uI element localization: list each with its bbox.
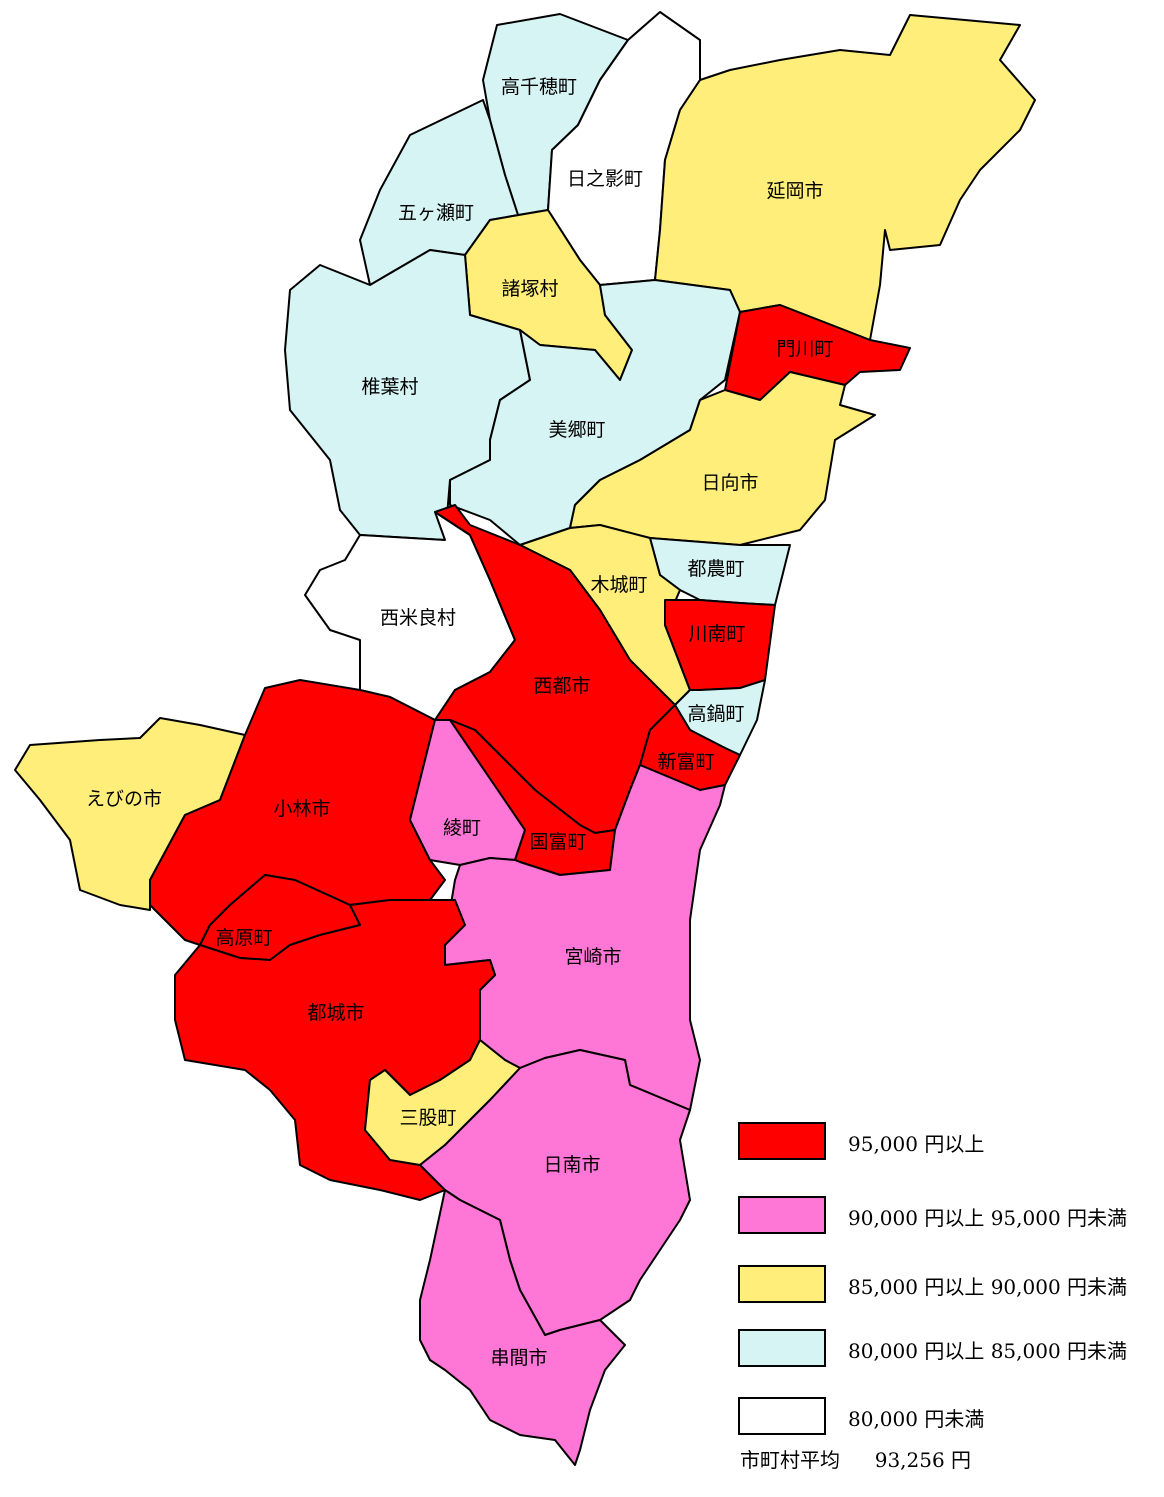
legend-item-band1: 95,000 円以上 <box>738 1122 1158 1166</box>
region-label-takanabe: 高鍋町 <box>687 703 744 725</box>
legend-label: 80,000 円未満 <box>848 1407 985 1431</box>
region-shiiba: 椎葉村 <box>284 249 531 541</box>
region-label-mimata: 三股町 <box>399 1107 456 1129</box>
region-label-nishimera: 西米良村 <box>380 607 456 629</box>
region-tsuno: 都農町 <box>649 537 791 606</box>
region-label-kobayashi: 小林市 <box>273 798 330 820</box>
region-label-hyuga: 日向市 <box>701 472 758 494</box>
legend-label: 85,000 円以上 90,000 円未満 <box>848 1275 1128 1299</box>
region-nobeoka: 延岡市 <box>654 14 1036 341</box>
region-shintomi: 新富町 <box>639 704 741 791</box>
region-label-kushima: 串間市 <box>490 1347 547 1369</box>
legend-item-band5: 80,000 円未満 <box>738 1397 1158 1441</box>
legend-swatch <box>738 1122 826 1160</box>
region-label-misato: 美郷町 <box>548 419 605 441</box>
region-label-nichinan: 日南市 <box>543 1154 600 1176</box>
region-label-nobeoka: 延岡市 <box>766 180 823 202</box>
legend-label: 90,000 円以上 95,000 円未満 <box>848 1206 1128 1230</box>
legend-item-band3: 85,000 円以上 90,000 円未満 <box>738 1265 1158 1309</box>
region-label-miyazaki: 宮崎市 <box>564 946 621 968</box>
region-label-aya: 綾町 <box>443 817 481 839</box>
region-label-kadogawa: 門川町 <box>776 338 833 360</box>
region-label-miyakonojo: 都城市 <box>307 1002 364 1024</box>
legend-label: 95,000 円以上 <box>848 1132 985 1156</box>
region-takachiho: 高千穂町 <box>482 13 629 216</box>
region-label-kunitomi: 国富町 <box>529 831 586 853</box>
legend-swatch <box>738 1329 826 1367</box>
region-label-ebino: えびの市 <box>86 788 162 810</box>
legend-label: 80,000 円以上 85,000 円未満 <box>848 1339 1128 1363</box>
region-label-morotsuka: 諸塚村 <box>501 278 558 300</box>
region-shape-hyuga <box>569 371 876 546</box>
region-label-takachiho: 高千穂町 <box>501 76 577 98</box>
legend-swatch <box>738 1265 826 1303</box>
legend-swatch <box>738 1196 826 1234</box>
region-shape-kushima <box>419 1189 626 1466</box>
region-label-kawaminami: 川南町 <box>688 623 745 645</box>
region-label-shiiba: 椎葉村 <box>361 376 418 398</box>
average-note: 市町村平均 93,256 円 <box>740 1444 971 1473</box>
legend-swatch <box>738 1397 826 1435</box>
region-label-gokase: 五ヶ瀬町 <box>398 202 474 224</box>
region-label-hinokage: 日之影町 <box>567 168 643 190</box>
legend-item-band2: 90,000 円以上 95,000 円未満 <box>738 1196 1158 1240</box>
region-label-takaharu: 高原町 <box>215 927 272 949</box>
region-kawaminami: 川南町 <box>664 599 776 691</box>
region-takanabe: 高鍋町 <box>674 679 766 756</box>
region-hyuga: 日向市 <box>569 371 876 546</box>
region-kushima: 串間市 <box>419 1189 626 1466</box>
region-label-saito: 西都市 <box>533 675 590 697</box>
region-label-tsuno: 都農町 <box>687 558 744 580</box>
average-label: 市町村平均 <box>740 1448 840 1472</box>
region-label-kijo: 木城町 <box>590 574 647 596</box>
legend-item-band4: 80,000 円以上 85,000 円未満 <box>738 1329 1158 1373</box>
average-value: 93,256 円 <box>874 1448 972 1472</box>
region-label-shintomi: 新富町 <box>657 751 714 773</box>
